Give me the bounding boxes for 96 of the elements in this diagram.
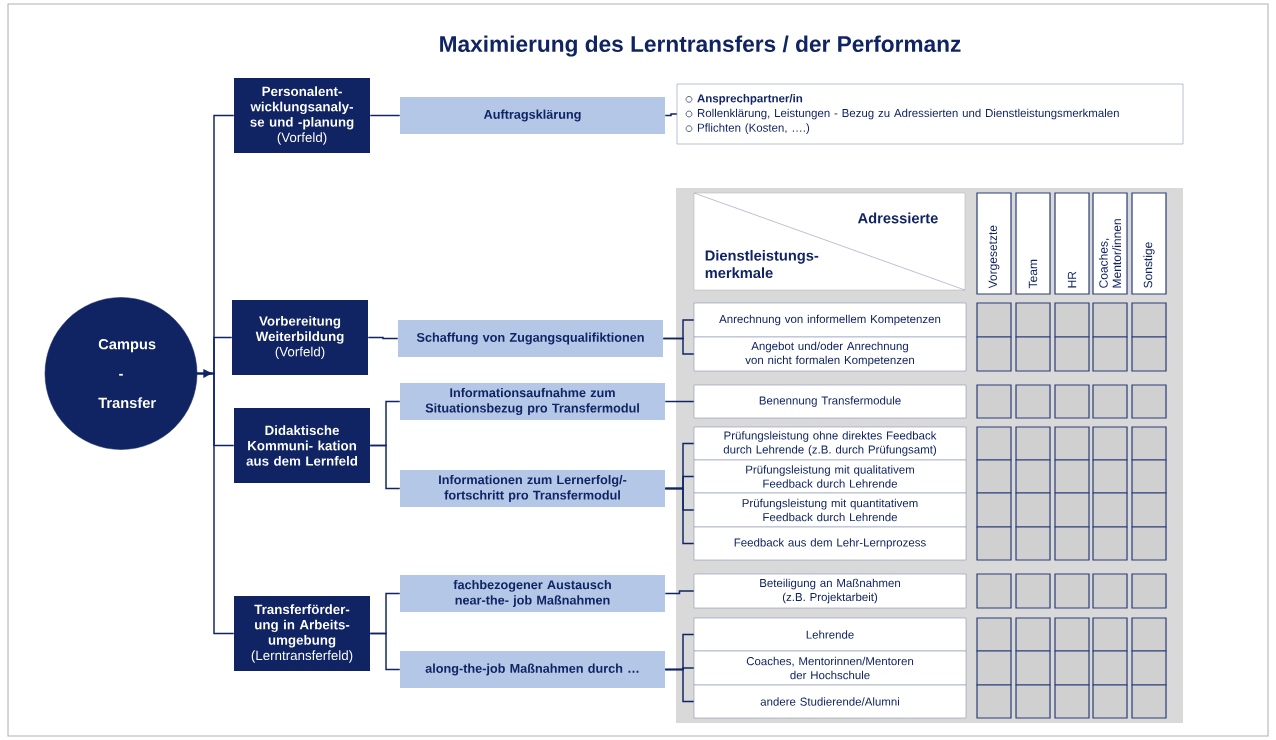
grid-cell	[976, 684, 1012, 719]
grid-cell	[1131, 384, 1167, 419]
grid-cell	[1015, 426, 1051, 461]
grid-cell	[976, 336, 1012, 372]
grid-cell	[1015, 617, 1051, 652]
grid-cell	[976, 526, 1012, 561]
row-label-box: Prüfungsleistung mit qualitativem Feedback durch Lehrende	[693, 459, 967, 494]
row-label-box: andere Studierende/Alumni	[693, 684, 967, 719]
grid-cell	[1015, 526, 1051, 561]
row-label-box: Angebot und/oder Anrechnung von nicht formalen Kompetenzen	[693, 336, 967, 372]
topic-box: along-the-job Maßnahmen durch …	[400, 651, 665, 688]
grid-cell	[1015, 684, 1051, 719]
category-box: Vorbereitung Weiterbildung (Vorfeld)	[232, 300, 368, 375]
column-header: Coaches, Mentor/innen	[1092, 192, 1128, 295]
topic-box: fachbezogener Austausch near-the- job Maßnahmen	[400, 575, 665, 612]
row-label-box: Benennung Transfermodule	[693, 384, 967, 419]
grid-cell	[1054, 684, 1090, 719]
grid-cell	[1131, 459, 1167, 494]
grid-cell	[1131, 650, 1167, 686]
header-cell: Adressierte Dienstleistungs- merkmale	[693, 192, 966, 291]
grid-cell	[976, 426, 1012, 461]
grid-cell	[976, 384, 1012, 419]
title: Maximierung des Lerntransfers / der Performanz	[440, 35, 961, 57]
grid-cell	[1054, 492, 1090, 528]
grid-cell	[976, 302, 1012, 338]
grid-cell	[976, 459, 1012, 494]
topic-box: Informationsaufnahme zum Situationsbezug pro Transfermodul	[400, 383, 665, 420]
grid-cell	[1092, 573, 1128, 609]
grid-cell	[1015, 459, 1051, 494]
grid-cell	[1092, 492, 1128, 528]
row-label-box: Feedback aus dem Lehr-Lernprozess	[693, 526, 967, 561]
grid-cell	[976, 650, 1012, 686]
grid-cell	[1092, 684, 1128, 719]
grid-cell	[1131, 526, 1167, 561]
grid-cell	[1015, 573, 1051, 609]
connector	[662, 337, 695, 355]
grid-cell	[1092, 459, 1128, 494]
grid-cell	[1054, 617, 1090, 652]
grid-cell	[1131, 573, 1167, 609]
grid-cell	[1054, 573, 1090, 609]
topic-box: Auftragsklärung	[400, 97, 665, 134]
grid-cell	[1054, 426, 1090, 461]
connector	[369, 114, 401, 117]
grid-cell	[1054, 302, 1090, 338]
grid-cell	[1092, 336, 1128, 372]
row-label-box: Anrechnung von informellem Kompetenzen	[693, 302, 967, 338]
row-label-box: Beteiligung an Maßnahmen (z.B. Projektarbeit)	[693, 573, 967, 609]
grid-cell	[1131, 426, 1167, 461]
connector	[367, 336, 399, 340]
grid-cell	[1092, 526, 1128, 561]
grid-cell	[1131, 336, 1167, 372]
connector	[664, 113, 678, 117]
connector	[664, 487, 695, 545]
row-label-box: Prüfungsleistung mit quantitativem Feedback durch Lehrende	[693, 492, 967, 528]
category-box: Personalent- wicklungsanaly- se und -planung (Vorfeld)	[234, 78, 370, 153]
grid-cell	[1131, 492, 1167, 528]
grid-cell	[1015, 650, 1051, 686]
grid-cell	[1131, 302, 1167, 338]
grid-cell	[1015, 384, 1051, 419]
grid-cell	[1054, 526, 1090, 561]
grid-cell	[1131, 617, 1167, 652]
connector	[664, 668, 695, 703]
grid-cell	[1092, 426, 1128, 461]
row-label-box: Lehrende	[693, 617, 967, 652]
connector	[664, 590, 695, 595]
grid-cell	[1131, 684, 1167, 719]
connector	[664, 400, 695, 403]
row-label-box: Prüfungsleistung ohne direktes Feedback durch Lehrende (z.B. durch Prüfungsamt)	[693, 426, 967, 461]
topic-box: Informationen zum Lernerfolg/- fortschritt pro Transfermodul	[400, 470, 665, 507]
grid-cell	[1054, 384, 1090, 419]
grid-cell	[1054, 336, 1090, 372]
bullet-list-box: Ansprechpartner/in Rollenklärung, Leistungen - Bezug zu Adressierten und Dienstleistungsmerkmalen Pflichten (Kosten, ….)	[676, 83, 1184, 145]
grid-cell	[1015, 492, 1051, 528]
connector	[369, 632, 401, 671]
column-header: Team	[1015, 192, 1051, 295]
grid-cell	[1092, 617, 1128, 652]
column-header: Sonstige	[1131, 192, 1167, 295]
grid-cell	[1015, 336, 1051, 372]
grid-cell	[1092, 302, 1128, 338]
row-label-box: Coaches, Mentorinnen/Mentoren der Hochschule	[693, 650, 967, 686]
category-box: Didaktische Kommuni- kation aus dem Lernfeld	[234, 408, 370, 483]
grid-cell	[1092, 384, 1128, 419]
grid-cell	[1054, 459, 1090, 494]
connector	[369, 444, 401, 490]
grid-cell	[1054, 650, 1090, 686]
column-header: HR	[1054, 192, 1090, 295]
grid-cell	[976, 492, 1012, 528]
grid-cell	[1092, 650, 1128, 686]
grid-cell	[976, 617, 1012, 652]
connector	[195, 372, 235, 635]
topic-box: Schaffung von Zugangsqualifiktionen	[398, 320, 663, 357]
category-box: Transferförder- ung in Arbeits- umgebung (Lerntransferfeld)	[234, 596, 370, 671]
arrow	[196, 369, 213, 378]
grid-cell	[1015, 302, 1051, 338]
grid-cell	[976, 573, 1012, 609]
column-header: Vorgesetzte	[976, 192, 1012, 295]
